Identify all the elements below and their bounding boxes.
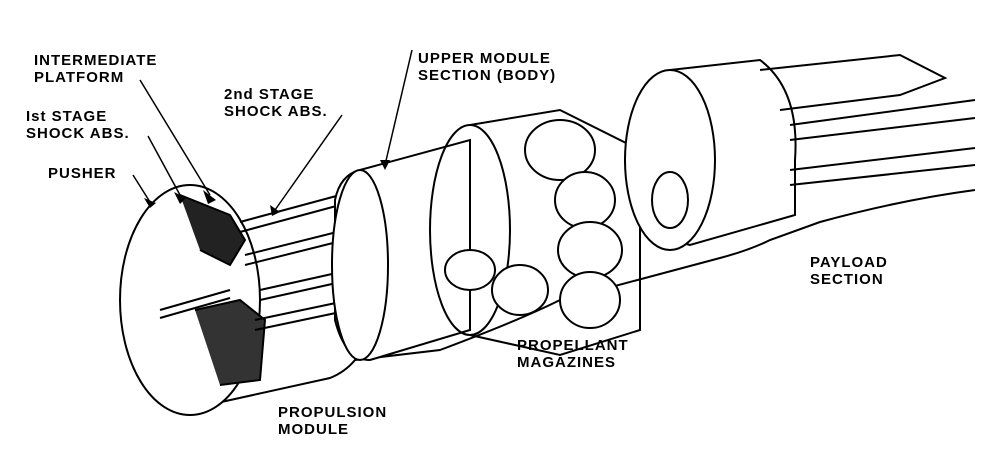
propellant-magazines xyxy=(429,108,641,357)
label-line: SECTION xyxy=(810,271,884,288)
label-line: PROPELLANT xyxy=(517,337,629,354)
label-line: SHOCK ABS. xyxy=(26,125,130,142)
upper-module-front-face xyxy=(331,169,389,361)
label-line: SHOCK ABS. xyxy=(224,103,328,120)
label-line: PAYLOAD xyxy=(810,254,888,271)
push-rods xyxy=(159,194,351,331)
label-line: MODULE xyxy=(278,421,349,438)
payload-tubes xyxy=(759,53,976,186)
label-pusher: PUSHER xyxy=(48,165,117,182)
arrowheads xyxy=(144,160,390,216)
lower-shock-absorber xyxy=(194,298,267,386)
label-line: 2nd STAGE xyxy=(224,86,315,103)
label-line: MAGAZINES xyxy=(517,354,616,371)
label-line: Ist STAGE xyxy=(26,108,108,125)
label-line: SECTION (BODY) xyxy=(418,67,557,84)
payload-hub xyxy=(651,171,689,229)
label-line: PROPULSION xyxy=(278,404,388,421)
leader-lines xyxy=(132,49,413,211)
label-line: PLATFORM xyxy=(34,69,125,86)
payload-front-face xyxy=(624,69,716,251)
first-stage-shock-absorber xyxy=(179,194,247,267)
label-line: INTERMEDIATE xyxy=(34,52,158,69)
label-line: UPPER MODULE xyxy=(418,50,551,67)
